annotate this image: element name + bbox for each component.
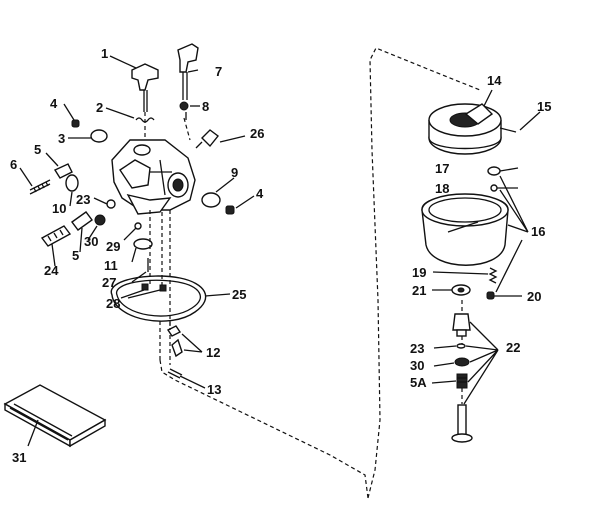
label-5A: 5A [410,375,427,390]
label-10: 10 [52,201,66,216]
float-14-part [428,103,502,155]
label-15: 15 [537,99,551,114]
needle-6-part [29,179,51,195]
seat-30a-part [94,214,106,226]
seat-30b-part [454,357,470,367]
label-5b: 5 [72,248,79,263]
label-17: 17 [435,161,449,176]
bowl-16-part [421,193,509,266]
pin-15-part [499,127,517,133]
needle-24-part [40,225,72,247]
plug-28a-part [141,283,149,291]
label-29: 29 [106,239,120,254]
label-21: 21 [412,283,426,298]
label-2: 2 [96,100,103,115]
label-5a: 5 [34,142,41,157]
label-19: 19 [412,265,426,280]
label-4b: 4 [256,186,264,201]
label-12: 12 [206,345,220,360]
label-31: 31 [12,450,26,465]
clip-18-part [490,184,498,192]
screw-5b-part [71,211,93,231]
label-6: 6 [10,157,17,172]
label-16: 16 [531,224,545,239]
label-9: 9 [231,165,238,180]
fitting-26-part [195,129,219,149]
label-27: 27 [102,275,116,290]
throttle-shaft-part [131,63,159,112]
plug-28b-part [159,284,167,292]
gasket-25-part [110,275,207,322]
screw-20-part [486,291,495,300]
screw-12-part [166,325,183,358]
label-4a: 4 [50,96,58,111]
spring-19-part [488,267,498,284]
label-24: 24 [44,263,59,278]
label-11: 11 [104,258,118,273]
ball-29-part [134,222,142,230]
label-30b: 30 [410,358,424,373]
needle-17-part [487,166,501,176]
label-20: 20 [527,289,541,304]
valve-22-part [452,313,471,337]
label-26: 26 [250,126,264,141]
label-22: 22 [506,340,520,355]
screw-4a-part [71,119,80,128]
bowl-bolt-part [451,404,473,443]
label-1: 1 [101,46,108,61]
choke-shaft-part [177,43,199,100]
choke-plate-part [201,192,221,208]
label-13: 13 [207,382,221,397]
spring-13-part [167,368,183,379]
label-3: 3 [58,131,65,146]
screw-5a-part [53,163,73,179]
label-14: 14 [487,73,502,88]
screw-5a-bowl-part [456,373,468,389]
label-28: 28 [106,296,120,311]
throttle-plate-part [90,129,108,143]
label-23a: 23 [76,192,90,207]
washer-23b-part [456,343,466,349]
label-25: 25 [232,287,246,302]
screw-4b-part [225,205,235,215]
carburetor-body-part [111,139,196,215]
part-labels: 1 7 2 8 4 3 26 5 6 9 4 23 10 30 29 5 11 … [10,46,551,465]
label-30a: 30 [84,234,98,249]
dashed-boundary [159,47,481,499]
screw-8-part [179,101,189,120]
o-ring-10-part [65,174,79,192]
manual-booklet-part [3,384,107,448]
disc-11-part [133,238,153,250]
label-18: 18 [435,181,449,196]
label-8: 8 [202,99,209,114]
label-23b: 23 [410,341,424,356]
leader-lines [19,55,541,447]
washer-23a-part [106,199,116,209]
label-7: 7 [215,64,222,79]
